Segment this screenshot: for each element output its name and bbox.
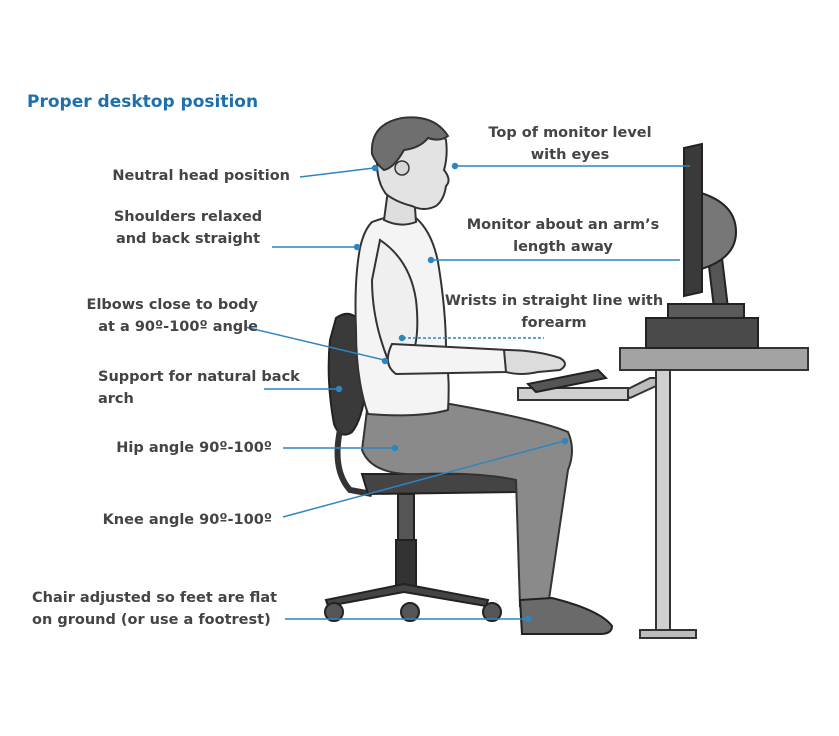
keyboard [525, 368, 609, 394]
leader-dot-monitor-distance [427, 256, 435, 264]
diagram-title: Proper desktop position [27, 92, 259, 112]
monitor-base-block [645, 317, 759, 349]
label-support-line2: arch [98, 391, 134, 407]
label-wrists: Wrists in straight line with forearm [436, 290, 672, 334]
forearm [386, 342, 513, 376]
label-chair-line2: on ground (or use a footrest) [32, 612, 271, 628]
chair-back-bar [334, 429, 373, 497]
leader-lines [244, 162, 690, 623]
hand [502, 348, 566, 375]
leader-dot-wrists [398, 334, 406, 342]
chair-wheel-right [482, 602, 502, 622]
desk-top [619, 347, 809, 371]
chair-wheel-center [400, 602, 420, 622]
label-monitor-top-line1: Top of monitor level [488, 125, 652, 141]
label-hip-line1: Hip angle 90º-100º [116, 440, 272, 456]
ear [394, 160, 410, 176]
label-monitor-distance-line2: length away [513, 239, 613, 255]
leader-dot-knee [561, 437, 569, 445]
desk-leg [655, 369, 671, 633]
label-wrists-line1: Wrists in straight line with [444, 293, 664, 309]
label-shoulders-line2: and back straight [115, 231, 261, 247]
label-wrists-line2: forearm [521, 315, 587, 331]
desk-foot [639, 629, 697, 639]
leader-dot-chair [524, 615, 532, 623]
label-chair-line1: Chair adjusted so feet are flat [32, 590, 278, 606]
leader-knee [282, 440, 565, 518]
leader-dot-support [335, 385, 343, 393]
leader-neutral-head [299, 167, 375, 178]
leader-dot-shoulders [353, 243, 361, 251]
hair [370, 116, 450, 172]
label-hip: Hip angle 90º-100º [80, 437, 272, 459]
label-monitor-top-line2: with eyes [530, 147, 610, 163]
label-knee-line1: Knee angle 90º-100º [102, 512, 272, 528]
label-knee: Knee angle 90º-100º [70, 509, 272, 531]
upper-arm [370, 238, 419, 362]
monitor-stand-base [667, 303, 745, 319]
monitor-screen [683, 142, 703, 298]
label-monitor-top: Top of monitor level with eyes [462, 122, 678, 166]
leader-elbows [244, 326, 385, 361]
label-elbows-line1: Elbows close to body [86, 297, 258, 313]
label-monitor-distance: Monitor about an arm’s length away [452, 214, 674, 258]
label-shoulders-line1: Shoulders relaxed [113, 209, 263, 225]
chair-wheel-left [324, 602, 344, 622]
leader-dot-monitor-top [451, 162, 459, 170]
leader-dot-hip [391, 444, 399, 452]
desk [517, 347, 809, 639]
chair-post [397, 493, 415, 543]
label-chair: Chair adjusted so feet are flat on groun… [32, 587, 292, 631]
label-support: Support for natural back arch [98, 366, 318, 410]
label-shoulders: Shoulders relaxed and back straight [104, 206, 272, 250]
chair-cylinder [395, 539, 417, 587]
label-elbows: Elbows close to body at a 90º-100º angle [50, 294, 258, 338]
label-neutral-head: Neutral head position [90, 165, 290, 187]
pants [360, 400, 573, 607]
label-neutral-head-line1: Neutral head position [112, 168, 290, 184]
leader-dot-head [371, 164, 379, 172]
monitor [645, 142, 759, 349]
label-elbows-line2: at a 90º-100º angle [98, 319, 258, 335]
shoe [518, 596, 614, 635]
label-support-line1: Support for natural back [98, 369, 300, 385]
label-monitor-distance-line1: Monitor about an arm’s [466, 217, 660, 233]
leader-dot-elbows [381, 357, 389, 365]
chair [324, 312, 524, 622]
